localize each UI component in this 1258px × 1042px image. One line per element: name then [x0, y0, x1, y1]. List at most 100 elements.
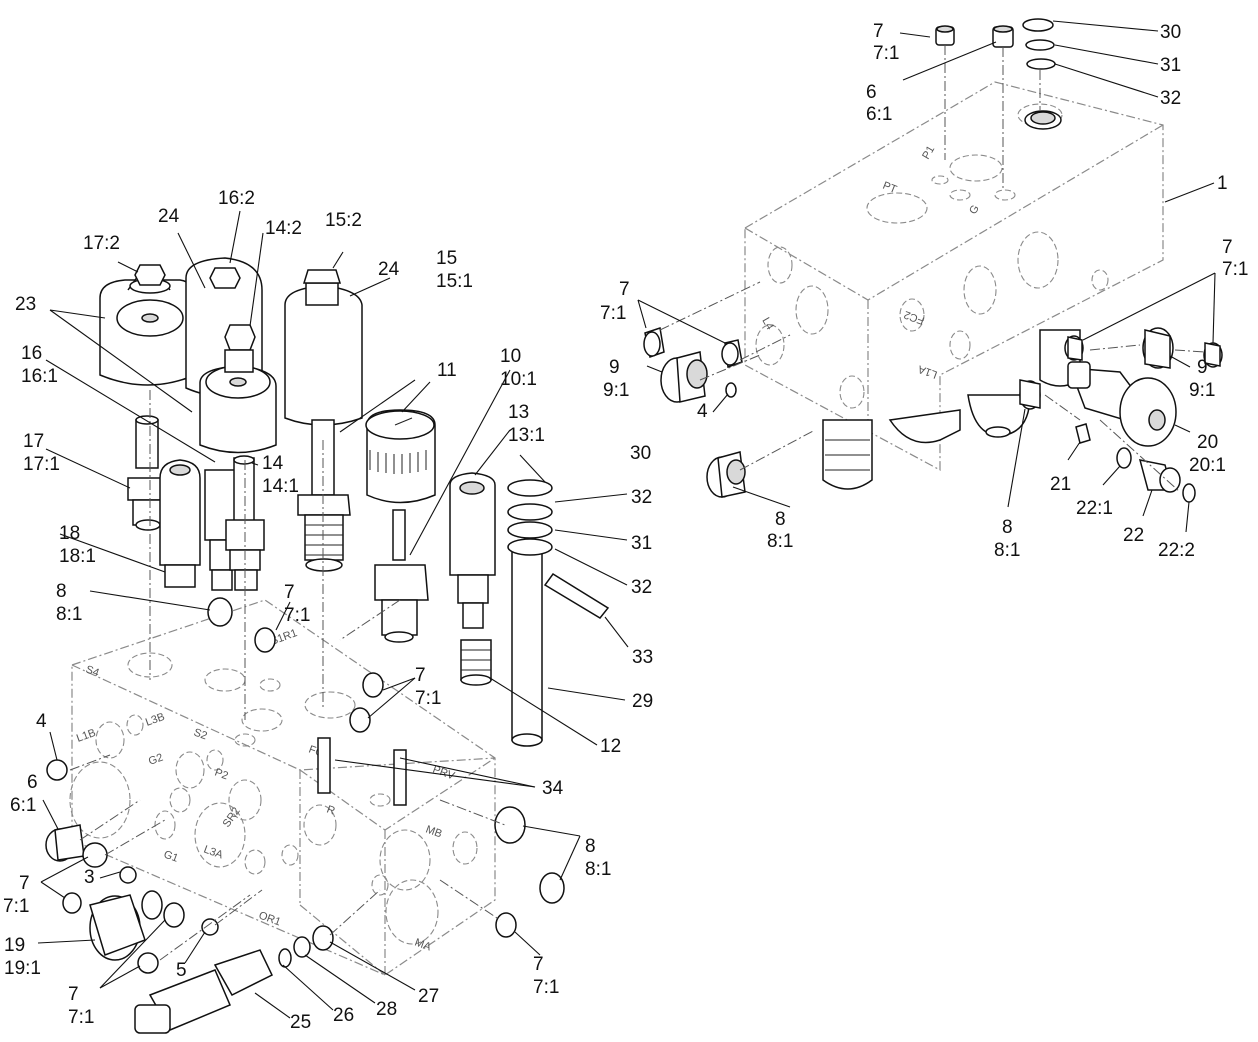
port-label-g1: G1	[162, 849, 180, 865]
callout-18: 18	[59, 523, 80, 544]
callout-19: 19	[4, 935, 25, 956]
callout-15-2: 15:2	[325, 210, 362, 231]
callout-4-left: 4	[36, 711, 47, 732]
callout-7-right-upper: 7	[619, 279, 630, 300]
callout-6-1-left: 6:1	[10, 795, 36, 816]
callout-12: 12	[600, 736, 621, 757]
callout-9-1-a: 9:1	[603, 380, 629, 401]
knurl-lines	[369, 450, 427, 474]
solenoid-coils	[99, 257, 363, 454]
callout-6-top: 6	[866, 82, 877, 103]
callout-10-1: 10:1	[500, 369, 537, 390]
callout-4-right: 4	[697, 401, 708, 422]
callout-17-1: 17:1	[23, 454, 60, 475]
callout-34: 34	[542, 778, 564, 799]
callout-7-rightside: 7	[1222, 237, 1233, 258]
callout-7-1-right-upper: 7:1	[600, 303, 626, 324]
callout-22-2: 22:2	[1158, 540, 1195, 561]
callout-29: 29	[632, 691, 653, 712]
callout-22-1: 22:1	[1076, 498, 1113, 519]
callout-8-right-a: 8	[775, 509, 786, 530]
port-label-l1b: L1B	[75, 727, 98, 745]
callout-17-2: 17:2	[83, 233, 120, 254]
callout-20-1: 20:1	[1189, 455, 1226, 476]
callout-8-1-right-b: 8:1	[994, 540, 1020, 561]
callout-14-1: 14:1	[262, 476, 299, 497]
center-valves	[365, 409, 610, 747]
callout-14-2: 14:2	[265, 218, 302, 239]
callout-8-right-b: 8	[1002, 517, 1013, 538]
callout-22: 22	[1123, 525, 1144, 546]
port-label-l3a: L3A	[202, 844, 225, 862]
callout-9-1-b: 9:1	[1189, 380, 1215, 401]
right-top-plugs	[935, 18, 1056, 190]
callout-8-left: 8	[56, 581, 67, 602]
callout-16-1: 16:1	[21, 366, 58, 387]
callout-28: 28	[376, 999, 397, 1020]
callout-30-mid: 30	[630, 443, 651, 464]
callout-7-1-bottomright: 7:1	[533, 977, 559, 998]
callout-13-1: 13:1	[508, 425, 545, 446]
callout-7-1-left: 7:1	[3, 896, 29, 917]
callout-8-1-left: 8:1	[56, 604, 82, 625]
callout-33: 33	[632, 647, 653, 668]
callout-32-mid-a: 32	[631, 487, 652, 508]
right-side-fittings	[643, 281, 1223, 503]
callout-1: 1	[1217, 173, 1228, 194]
callout-8-bottomright: 8	[585, 836, 596, 857]
callout-7-1-center: 7:1	[284, 605, 310, 626]
callout-labels: 1 7 7:1 6 6:1 30 31 32 7 7:1 9 9:1 4 8 8…	[3, 21, 1248, 1033]
callout-30-top: 30	[1160, 22, 1181, 43]
callout-10: 10	[500, 346, 521, 367]
left-front-fittings	[45, 390, 565, 1034]
callout-15-1: 15:1	[436, 271, 473, 292]
callout-14: 14	[262, 453, 284, 474]
callout-7-1-bottomleft: 7:1	[68, 1007, 94, 1028]
callout-31-mid: 31	[631, 533, 652, 554]
callout-6-1-top: 6:1	[866, 104, 892, 125]
port-label-s2: S2	[192, 727, 209, 743]
port-label-s4: S4	[84, 664, 101, 680]
callout-25: 25	[290, 1012, 311, 1033]
right-manifold-block: PT P1 G L4 L1A FC2	[744, 81, 1164, 490]
callout-7-bottomright: 7	[533, 954, 544, 975]
port-label-l1a: L1A	[916, 362, 939, 380]
callout-7-1-top: 7:1	[873, 43, 899, 64]
callout-20: 20	[1197, 432, 1218, 453]
callout-11: 11	[437, 360, 457, 381]
callout-27: 27	[418, 986, 439, 1007]
callout-31-top: 31	[1160, 55, 1181, 76]
callout-7-bottomleft: 7	[68, 984, 79, 1005]
callout-16-2: 16:2	[218, 188, 255, 209]
port-label-or1: OR1	[257, 910, 282, 929]
callout-7-1-rightside: 7:1	[1222, 259, 1248, 280]
callout-24-b: 24	[378, 259, 400, 280]
callout-21: 21	[1050, 474, 1071, 495]
callout-7-center: 7	[284, 582, 295, 603]
port-label-mb: MB	[424, 824, 444, 841]
callout-8-1-bottomright: 8:1	[585, 859, 611, 880]
callout-3: 3	[84, 867, 95, 888]
callout-32-top: 32	[1160, 88, 1181, 109]
callout-5: 5	[176, 960, 187, 981]
left-cartridge-valves	[127, 415, 351, 591]
leader-lines	[37, 20, 1216, 1019]
port-label-r: R	[325, 804, 337, 818]
callout-9-a: 9	[609, 357, 620, 378]
callout-18-1: 18:1	[59, 546, 96, 567]
callout-7-mid: 7	[415, 665, 426, 686]
port-label-sr2: SR2	[221, 805, 243, 829]
port-label-p2: P2	[213, 767, 230, 783]
callout-6-left: 6	[27, 772, 38, 793]
callout-23: 23	[15, 294, 36, 315]
callout-7-1-mid: 7:1	[415, 688, 441, 709]
port-label-g2: G2	[147, 752, 165, 768]
port-label-g: G	[967, 203, 982, 216]
port-label-fc2: FC2	[902, 308, 926, 326]
port-label-l4: L4	[759, 316, 776, 333]
callout-9-b: 9	[1197, 357, 1208, 378]
callout-13: 13	[508, 402, 529, 423]
callout-7-left: 7	[19, 873, 30, 894]
port-label-l3b: L3B	[144, 711, 167, 729]
